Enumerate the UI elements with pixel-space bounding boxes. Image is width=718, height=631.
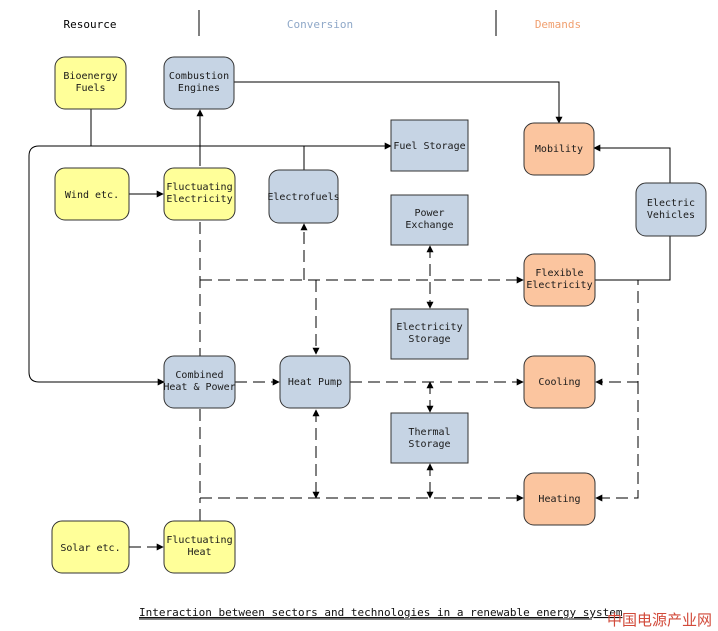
header-demands: Demands bbox=[535, 18, 581, 31]
header-resource: Resource bbox=[64, 18, 117, 31]
mobility-label: Mobility bbox=[535, 144, 583, 155]
fuel-storage-node: Fuel Storage bbox=[390, 119, 469, 172]
flex-elec-label-2: Electricity bbox=[526, 280, 592, 291]
loop-to-chp-line bbox=[28, 145, 165, 386]
combustion-to-mobility-line bbox=[234, 81, 563, 124]
heat-pump-node: Heat Pump bbox=[279, 355, 351, 409]
fluct-heat-label-2: Heat bbox=[187, 547, 211, 558]
wind-label: Wind etc. bbox=[65, 190, 119, 201]
elec-storage-label-1: Electricity bbox=[396, 322, 462, 333]
electric-vehicles-node: Electric Vehicles bbox=[635, 182, 707, 237]
bioenergy-fuels-node: Bioenergy Fuels bbox=[54, 56, 127, 110]
fluctuating-electricity-node: Fluctuating Electricity bbox=[163, 167, 236, 221]
solar-node: Solar etc. bbox=[51, 520, 130, 574]
thermal-storage-node: Thermal Storage bbox=[390, 412, 469, 464]
electricity-storage-node: Electricity Storage bbox=[390, 308, 469, 360]
ev-to-mobility-line bbox=[593, 144, 671, 183]
thermal-storage-label-2: Storage bbox=[408, 439, 450, 450]
fluct-heat-label-1: Fluctuating bbox=[166, 535, 232, 546]
bioenergy-label-2: Fuels bbox=[75, 83, 105, 94]
flex-to-cooling-line bbox=[595, 279, 639, 386]
dashed-connectors bbox=[129, 222, 639, 551]
fluctuating-heat-node: Fluctuating Heat bbox=[163, 520, 236, 574]
header-conversion: Conversion bbox=[287, 18, 353, 31]
wind-node: Wind etc. bbox=[54, 167, 130, 221]
ev-label-1: Electric bbox=[647, 198, 695, 209]
power-exchange-node: Power Exchange bbox=[390, 194, 469, 246]
fuel-storage-label: Fuel Storage bbox=[393, 141, 465, 152]
electrofuels-label: Electrofuels bbox=[267, 192, 339, 203]
flex-elec-label-1: Flexible bbox=[535, 268, 583, 279]
ev-to-flex-line bbox=[595, 236, 671, 281]
heating-node: Heating bbox=[523, 472, 596, 526]
combustion-engines-node: Combustion Engines bbox=[163, 56, 235, 110]
combined-heat-power-node: Combined Heat & Power bbox=[163, 355, 236, 409]
fluct-elec-label-2: Electricity bbox=[166, 194, 232, 205]
column-headers: Resource Conversion Demands bbox=[64, 10, 581, 36]
solid-connectors bbox=[28, 81, 671, 386]
mobility-node: Mobility bbox=[523, 122, 595, 176]
heating-label: Heating bbox=[538, 494, 580, 505]
cooling-label: Cooling bbox=[538, 377, 580, 388]
power-exchange-label-2: Exchange bbox=[405, 220, 453, 231]
solar-label: Solar etc. bbox=[60, 543, 120, 554]
heat-pump-label: Heat Pump bbox=[288, 377, 342, 388]
thermal-storage-label-1: Thermal bbox=[408, 427, 450, 438]
diagram-caption: Interaction between sectors and technolo… bbox=[139, 606, 623, 619]
combustion-label-1: Combustion bbox=[169, 71, 229, 82]
watermark-logo: 中国电源产业网 bbox=[607, 611, 712, 629]
flexible-electricity-node: Flexible Electricity bbox=[523, 253, 596, 307]
bioenergy-label-1: Bioenergy bbox=[63, 71, 117, 82]
chp-label-2: Heat & Power bbox=[163, 382, 235, 393]
power-exchange-label-1: Power bbox=[414, 208, 444, 219]
ev-label-2: Vehicles bbox=[647, 210, 695, 221]
cooling-node: Cooling bbox=[523, 355, 596, 409]
elec-storage-label-2: Storage bbox=[408, 334, 450, 345]
fluct-elec-label-1: Fluctuating bbox=[166, 182, 232, 193]
combustion-label-2: Engines bbox=[178, 83, 220, 94]
electrofuels-node: Electrofuels bbox=[267, 169, 340, 224]
chp-label-1: Combined bbox=[175, 370, 223, 381]
cooling-to-heating-line bbox=[595, 382, 639, 502]
